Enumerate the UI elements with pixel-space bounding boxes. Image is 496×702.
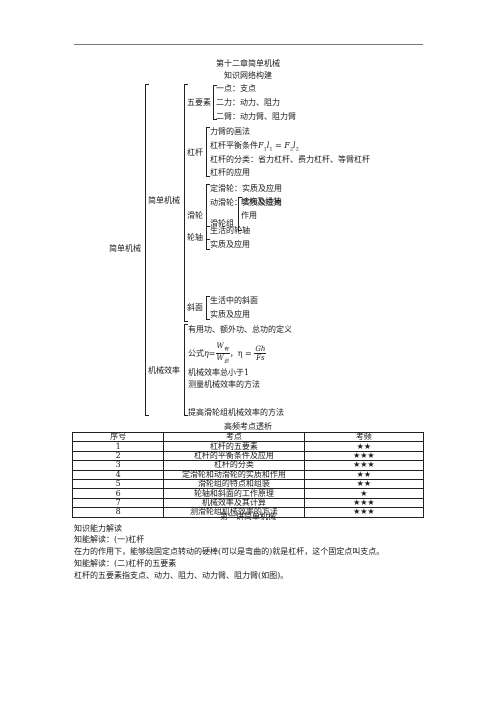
- header-rule: [74, 44, 423, 45]
- leaf: 一点：支点: [216, 84, 256, 93]
- cell-stars: ★★★: [303, 507, 425, 518]
- leaf: 二臂：动力臂、阻力臂: [216, 112, 296, 121]
- body-line: 知能解读：(二)杠杆的五要素: [74, 559, 177, 568]
- node-five-elements: 五要素: [187, 98, 211, 107]
- incline-bracket: [206, 296, 210, 320]
- cell: 6: [71, 488, 165, 499]
- cell-stars: ★★: [303, 441, 425, 452]
- leaf: 实质及应用: [210, 240, 250, 249]
- cell: 轮轴和斜面的工作原理: [163, 488, 305, 499]
- leaf: 有用功、额外功、总功的定义: [188, 325, 292, 334]
- wheel-axle-bracket: [206, 226, 210, 250]
- cell-stars: ★★★: [303, 450, 425, 462]
- node-wheel-axle: 轮轴: [187, 233, 203, 242]
- lever-bracket: [206, 127, 210, 177]
- simple-machines-bracket: [184, 84, 188, 322]
- tree-root: 简单机械: [109, 244, 141, 253]
- col-header: 序号: [71, 431, 165, 443]
- leaf-balance-condition: 杠杆平衡条件F1l1 = F2l2: [210, 141, 299, 153]
- cell-stars: ★★: [303, 469, 425, 480]
- root-bracket: [145, 84, 149, 416]
- leaf: 杠杆的分类：省力杠杆、费力杠杆、等臂杠杆: [210, 155, 370, 164]
- pulley-bracket: [206, 184, 210, 240]
- section-title: 知识网络构建: [224, 71, 272, 80]
- chapter-title: 第十二章简单机械: [216, 59, 280, 68]
- cell-stars: ★: [303, 488, 425, 499]
- leaf: 机械效率总小于1: [188, 368, 250, 377]
- node-incline: 斜面: [187, 303, 203, 312]
- body-line: 知识能力解读: [74, 524, 122, 533]
- cell-stars: ★★★: [303, 497, 425, 509]
- five-elements-bracket: [213, 85, 217, 120]
- leaf: 结构及组装: [241, 197, 281, 206]
- cell: 2: [71, 450, 165, 462]
- body-line: 知能解读：(一)杠杆: [74, 535, 145, 544]
- leaf: 测量机械效率的方法: [188, 380, 260, 389]
- table-header-row: 序号 考点 考频: [71, 431, 425, 443]
- table-caption: 高频考点透析: [224, 422, 272, 431]
- cell: 1: [71, 441, 165, 452]
- branch-efficiency: 机械效率: [148, 366, 180, 375]
- leaf: 动滑轮：实质及应用: [210, 198, 282, 207]
- leaf: 二力：动力、阻力: [216, 98, 280, 107]
- node-lever: 杠杆: [187, 148, 203, 157]
- leaf: 作用: [241, 211, 257, 220]
- cell: 5: [71, 478, 165, 490]
- body-line: 在力的作用下，能够绕固定点转动的硬棒(可以是弯曲的)就是杠杆，这个固定点叫支点。: [74, 547, 385, 556]
- cell-stars: ★★: [303, 478, 425, 490]
- leaf: 力臂的画法: [210, 127, 250, 136]
- leaf: 杠杆的应用: [210, 168, 250, 177]
- branch-simple-machines: 简单机械: [148, 196, 180, 205]
- node-pulley: 滑轮: [187, 211, 203, 220]
- leaf: 生活的轮轴: [210, 226, 250, 235]
- leaf: 实质及应用: [210, 310, 250, 319]
- col-header: 考点: [163, 431, 305, 443]
- leaf: 生活中的斜面: [210, 296, 258, 305]
- pulley-block-bracket: [238, 197, 242, 231]
- cell: 杠杆的五要素: [163, 441, 305, 452]
- cell: 4: [71, 469, 165, 480]
- cell: 7: [71, 497, 165, 509]
- cell-stars: ★★★: [303, 460, 425, 471]
- cell: 杠杆的分类: [163, 460, 305, 471]
- cell: 3: [71, 460, 165, 471]
- lecture-title: 第一讲简单机械: [220, 512, 276, 521]
- cell: 滑轮组的特点和组装: [163, 478, 305, 490]
- col-header: 考频: [303, 431, 425, 443]
- node-pulley-block: 滑轮组: [210, 219, 234, 228]
- leaf: 提高滑轮组机械效率的方法: [188, 408, 284, 417]
- body-line: 杠杆的五要素指支点、动力、阻力、动力臂、阻力臂(如图)。: [74, 571, 289, 580]
- leaf: 定滑轮：实质及应用: [210, 184, 282, 193]
- efficiency-bracket: [184, 324, 188, 416]
